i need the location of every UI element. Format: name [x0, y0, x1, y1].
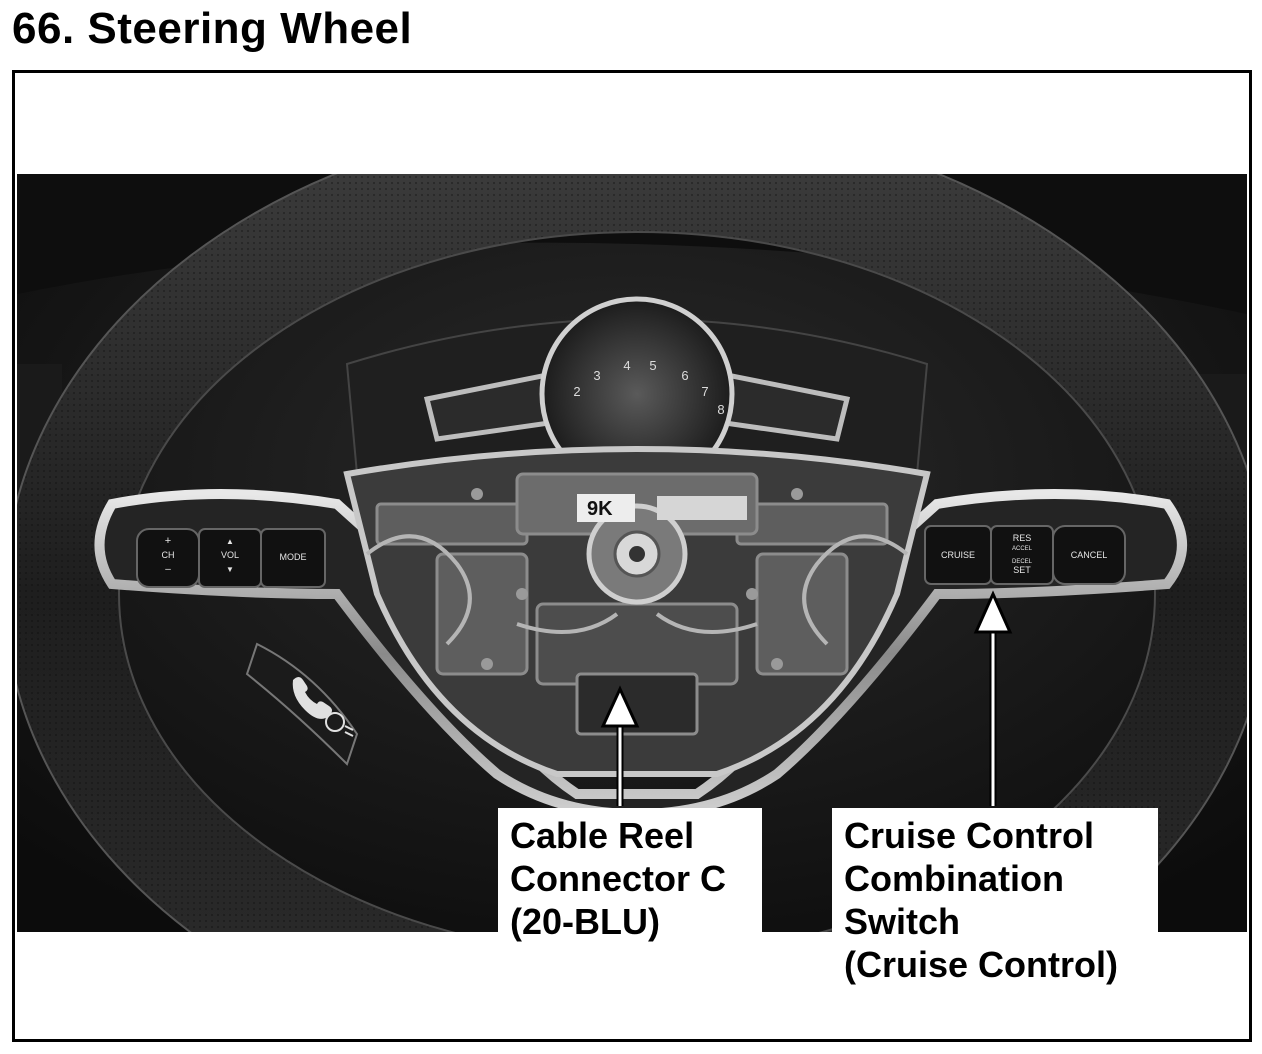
voice-command-icon: [325, 712, 354, 737]
callout-line: Cruise Control: [844, 815, 1095, 856]
phone-icon: [292, 677, 332, 719]
callout-line: Cable Reel: [510, 815, 695, 856]
cruise-control-switch-callout: Cruise Control Combination Switch (Cruis…: [832, 808, 1158, 993]
svg-text:3: 3: [593, 368, 600, 383]
cruise-button-label: CRUISE: [941, 550, 975, 560]
callout-line: Connector C: [510, 858, 726, 899]
page-title: 66. Steering Wheel: [12, 4, 413, 53]
callout-line: Switch: [844, 901, 961, 942]
svg-text:2: 2: [573, 384, 580, 399]
cable-reel-connector-callout: Cable Reel Connector C (20-BLU): [498, 808, 762, 948]
cable-reel-arrow: [600, 685, 640, 806]
svg-text:6: 6: [681, 368, 688, 383]
cancel-button-label: CANCEL: [1071, 550, 1108, 560]
hands-free-switch-pad: [245, 642, 359, 766]
svg-text:8: 8: [717, 402, 724, 417]
cruise-control-switch-cluster: CRUISE RES ACCEL DECEL SET CANCEL: [924, 525, 1126, 585]
volume-button-label: VOL: [221, 550, 239, 560]
channel-up-glyph: +: [165, 535, 171, 547]
volume-down-glyph: ▼: [226, 565, 234, 574]
svg-text:7: 7: [701, 384, 708, 399]
decel-label: DECEL: [1012, 559, 1033, 565]
left-audio-switch-cluster: + CH – ▲ VOL ▼ MODE: [136, 528, 326, 588]
svg-text:5: 5: [649, 358, 656, 373]
accel-label: ACCEL: [1012, 546, 1033, 552]
cruise-switch-arrow: [973, 590, 1013, 806]
callout-line: Combination: [844, 858, 1064, 899]
svg-text:4: 4: [623, 358, 630, 373]
channel-down-glyph: –: [165, 564, 171, 575]
set-button-label: SET: [1013, 565, 1031, 575]
callout-line: (Cruise Control): [844, 944, 1118, 985]
mode-button-label: MODE: [280, 552, 307, 562]
res-button-label: RES: [1013, 533, 1032, 543]
volume-up-glyph: ▲: [226, 537, 234, 546]
part-sticker-label: 9K: [587, 498, 613, 520]
channel-button-label: CH: [162, 550, 175, 560]
callout-line: (20-BLU): [510, 901, 660, 942]
